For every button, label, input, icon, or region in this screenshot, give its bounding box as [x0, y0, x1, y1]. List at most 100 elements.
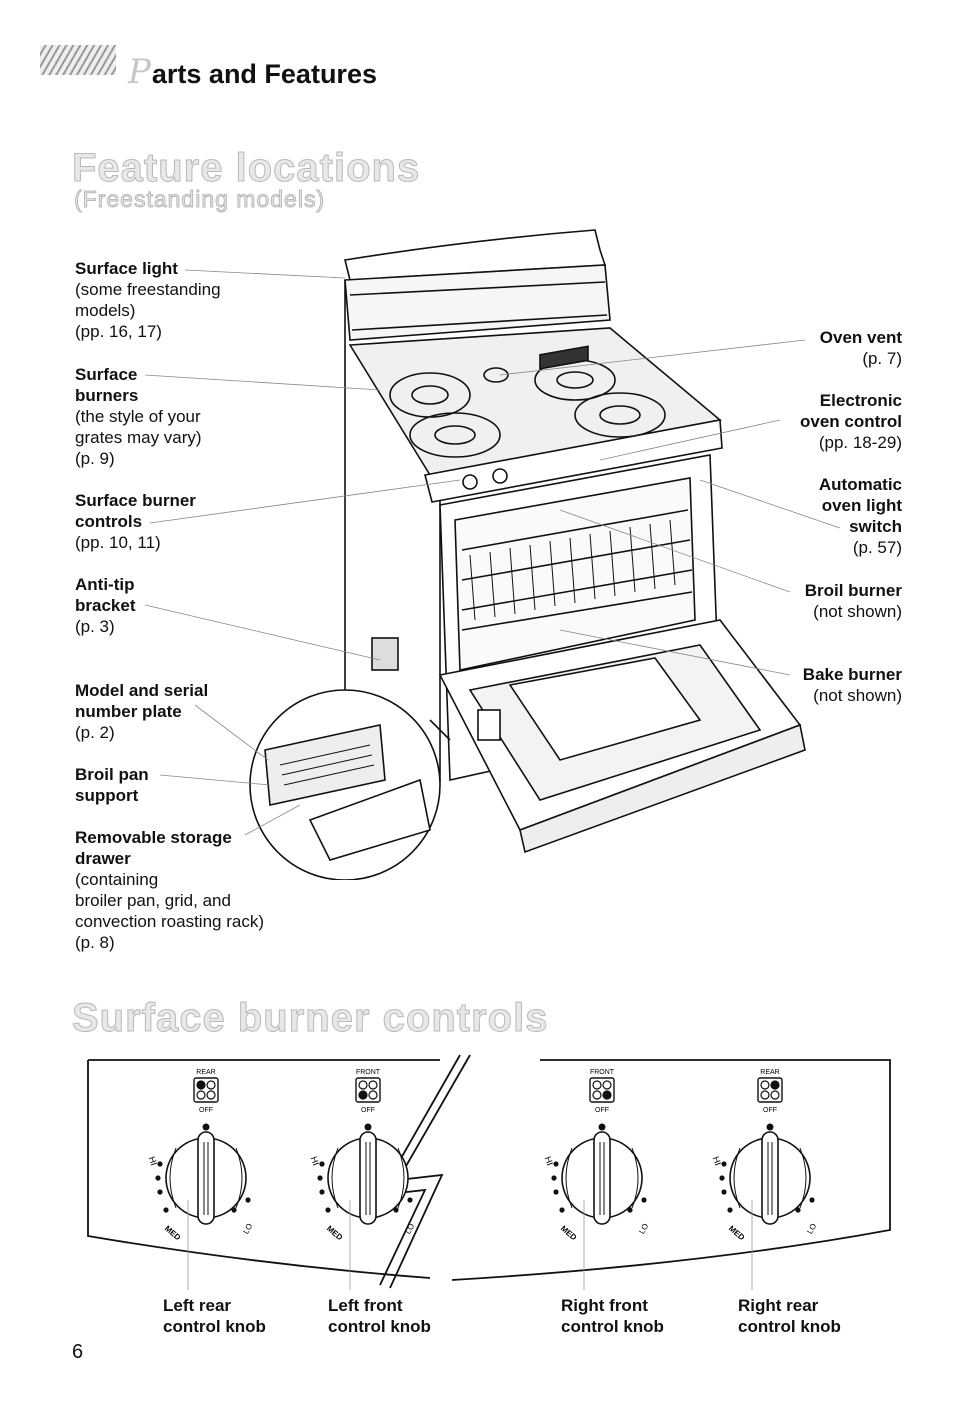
callout-detail-line: (p. 57)	[852, 538, 902, 557]
callout-detail-line: models)	[75, 301, 136, 320]
scale-dot	[719, 1175, 725, 1181]
off-dot	[202, 1123, 210, 1131]
knob-rim	[331, 1147, 339, 1209]
callout-detail-line: (pp. 18-29)	[818, 433, 902, 452]
knob-med-label: MED	[559, 1224, 579, 1242]
knob-caption-line: control knob	[163, 1317, 266, 1336]
callout-detail-line: (pp. 16, 17)	[75, 322, 162, 341]
scale-dot	[809, 1197, 815, 1203]
callout-title-line: Anti-tip	[75, 575, 135, 594]
knob-handle	[359, 1131, 377, 1225]
burner-indicator-icon	[193, 1077, 219, 1103]
knob-hi-label: HI	[711, 1155, 723, 1167]
callout-title-line: oven light	[821, 496, 902, 515]
knob-med-label: MED	[163, 1224, 183, 1242]
knob-caption-line: Left front	[328, 1296, 403, 1315]
indicator-dot	[196, 1080, 206, 1090]
feature-locations-title: Feature locations	[71, 146, 421, 191]
indicator-dot	[592, 1090, 602, 1100]
indicator-dot	[602, 1090, 612, 1100]
knob-rim	[169, 1147, 177, 1209]
callout-detail-line: (not shown)	[813, 602, 902, 621]
knob-caption-1: Left front control knob	[328, 1295, 431, 1337]
callout-title-line: drawer	[75, 849, 131, 868]
knob-lo-label: LO	[805, 1222, 818, 1236]
burner-indicator-icon	[589, 1077, 615, 1103]
page-title: Parts and Features	[128, 52, 377, 92]
callout-detail-line: (p. 8)	[75, 933, 115, 952]
knob-caption-line: control knob	[738, 1317, 841, 1336]
scale-dot	[393, 1207, 399, 1213]
scale-dot	[553, 1189, 559, 1195]
scale-dot	[325, 1207, 331, 1213]
callout-title-line: Broil burner	[804, 581, 902, 600]
knob-hi-label: HI	[309, 1155, 321, 1167]
knob-rim	[733, 1147, 741, 1209]
knob-off-label: OFF	[199, 1107, 213, 1114]
scale-dot	[157, 1189, 163, 1195]
range-illustration	[144, 229, 841, 880]
knob-caption-line: control knob	[328, 1317, 431, 1336]
callout-title-line: Bake burner	[802, 665, 902, 684]
scale-dot	[641, 1197, 647, 1203]
right-callout-2: Automatic oven light switch (p. 57)	[819, 474, 902, 558]
callout-title-line: Automatic	[818, 475, 902, 494]
scale-dot	[231, 1207, 237, 1213]
indicator-dot	[602, 1080, 612, 1090]
knob-rim	[235, 1147, 243, 1209]
right-callout-4: Bake burner(not shown)	[803, 664, 902, 706]
scale-dot	[795, 1207, 801, 1213]
callout-detail-line: (the style of your	[75, 407, 201, 426]
callout-title-line: burners	[75, 386, 139, 405]
burner-indicator-icon	[355, 1077, 381, 1103]
scale-dot	[551, 1175, 557, 1181]
callout-title-line: switch	[849, 517, 902, 536]
callout-detail-line: convection roasting rack)	[75, 912, 264, 931]
callout-title-line: Model and serial	[75, 681, 209, 700]
knob-caption-line: control knob	[561, 1317, 664, 1336]
callout-detail-line: (containing	[75, 870, 159, 889]
callout-title-line: Removable storage	[75, 828, 232, 847]
knob-lo-label: LO	[637, 1222, 650, 1236]
scale-dot	[559, 1207, 565, 1213]
callout-detail-line: grates may vary)	[75, 428, 202, 447]
scale-dot	[721, 1189, 727, 1195]
callout-title-line: support	[75, 786, 139, 805]
indicator-dot	[368, 1090, 378, 1100]
scale-dot	[245, 1197, 251, 1203]
knob-rim	[799, 1147, 807, 1209]
indicator-dot	[368, 1080, 378, 1090]
indicator-dot	[760, 1090, 770, 1100]
knob-rim	[565, 1147, 573, 1209]
title-initial: P	[128, 52, 151, 92]
right-callout-3: Broil burner (not shown)	[805, 580, 902, 622]
off-dot	[364, 1123, 372, 1131]
knob-off-label: OFF	[361, 1107, 375, 1114]
indicator-dot	[206, 1080, 216, 1090]
indicator-dot	[760, 1080, 770, 1090]
scale-dot	[721, 1161, 727, 1167]
callout-title-line: controls	[75, 512, 143, 531]
off-dot	[598, 1123, 606, 1131]
callout-detail-line: (some freestanding	[75, 280, 221, 299]
indicator-dot	[358, 1080, 368, 1090]
callout-detail-line: (p. 3)	[75, 617, 115, 636]
callout-title-line: Electronic	[819, 391, 902, 410]
callout-detail-line: (p. 2)	[75, 723, 115, 742]
callout-title-line: oven control	[799, 412, 902, 431]
indicator-dot	[358, 1090, 368, 1100]
right-callout-0: Oven vent(p. 7)	[820, 327, 902, 369]
right-callout-1: Electronic oven control (pp. 18-29)	[800, 390, 902, 453]
knob-med-label: MED	[727, 1224, 747, 1242]
knob-position-label: FRONT	[590, 1069, 615, 1076]
knob-caption-line: Left rear	[163, 1296, 232, 1315]
